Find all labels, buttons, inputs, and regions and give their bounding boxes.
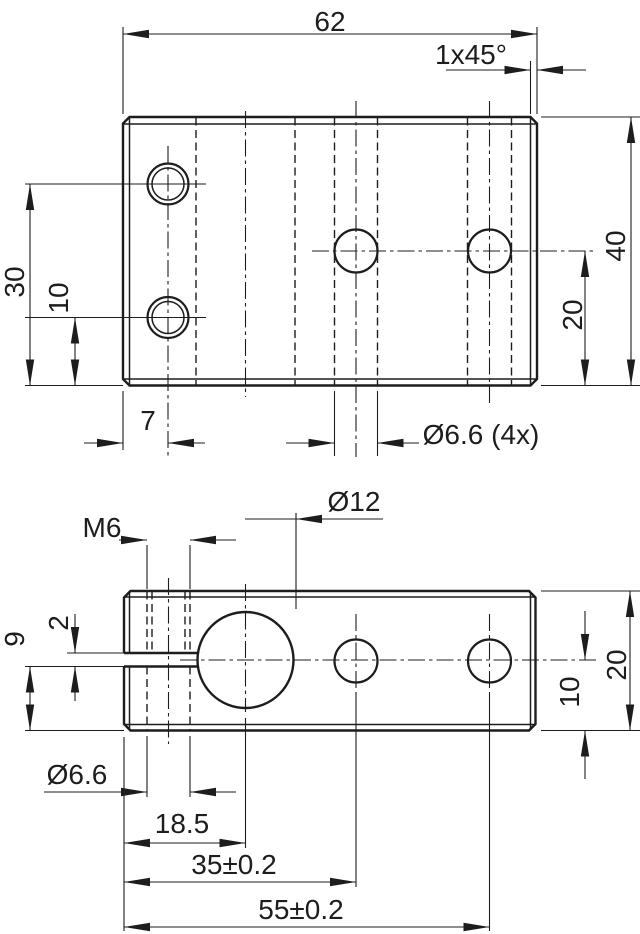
front-plate-chamfer-edges: [124, 591, 535, 730]
dim-bore-x-label: 18.5: [155, 808, 210, 839]
top-centerlines: [167, 101, 597, 457]
dim-hole1-x-label: 35±0.2: [191, 849, 276, 880]
dim-edge-dist-label: 7: [140, 405, 156, 436]
dim-chamfer-label: 1x45°: [435, 39, 507, 70]
top-plate-chamfer-edges: [123, 117, 537, 385]
dim-front-height-label: 20: [601, 649, 632, 680]
dim-hole2-x-label: 55±0.2: [258, 894, 343, 925]
dim-holes-label: Ø6.6 (4x): [423, 419, 540, 450]
front-hidden-lines: [146, 591, 191, 730]
top-hole-axis-lines: [25, 183, 206, 319]
top-view: 62 1x45° 40 20 30 10 7 Ø6: [0, 6, 640, 457]
front-view: M6 Ø12 2 9 20 10 Ø6.6 18.5: [0, 486, 640, 932]
dim-center-offset-label: 20: [557, 299, 588, 330]
dim-thread-label: M6: [83, 512, 122, 543]
dim-height-label: 40: [600, 230, 631, 261]
top-extension-lines: [25, 27, 640, 456]
slot-lines: [124, 651, 198, 668]
dim-hole-upper-label: 30: [0, 266, 30, 297]
dim-slot-bottom-label: 9: [0, 631, 30, 647]
front-extension-lines: [25, 513, 640, 931]
front-centerlines: [167, 578, 596, 744]
front-plate-outline: [122, 589, 537, 732]
dim-hole-lower-label: 10: [43, 282, 74, 313]
dim-bore-label: Ø12: [328, 486, 381, 517]
dim-width-label: 62: [314, 6, 345, 37]
top-plate-outline: [121, 115, 539, 387]
dim-clearance-label: Ø6.6: [47, 759, 108, 790]
dim-slot-width-label: 2: [43, 615, 74, 631]
dim-hole-height-label: 10: [554, 676, 585, 707]
